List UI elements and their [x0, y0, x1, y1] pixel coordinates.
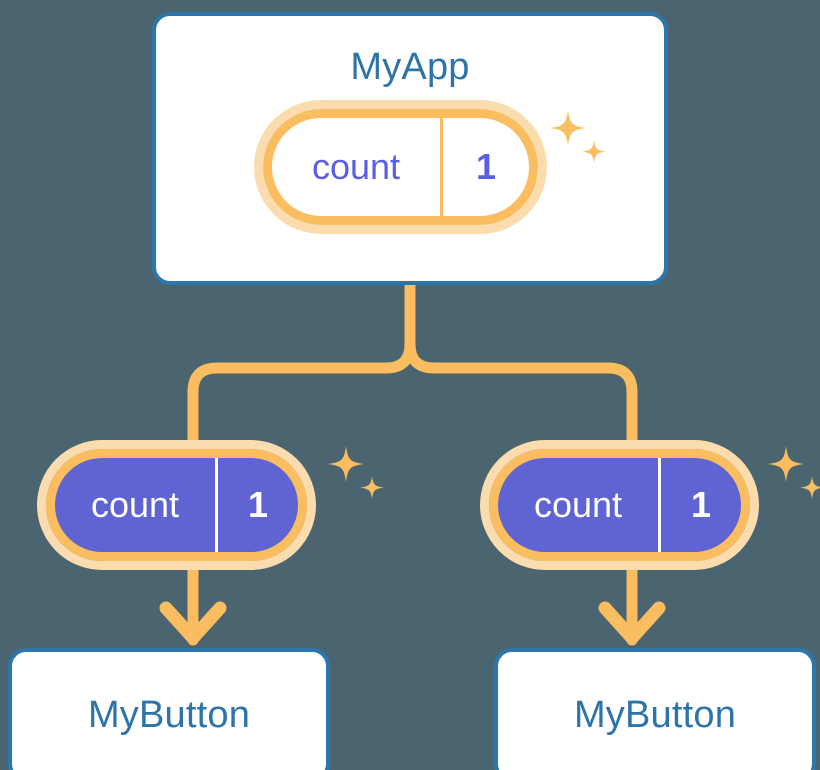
prop-pill[interactable]: count 1	[480, 440, 759, 570]
sparkle-icon	[768, 446, 820, 499]
sparkle-icon	[328, 446, 384, 499]
prop-pill-key: count	[90, 484, 180, 525]
prop-pill[interactable]: count 1	[37, 440, 316, 570]
state-pill-value: 1	[475, 146, 497, 187]
pill-divider	[440, 118, 443, 216]
component-card-mybutton-right[interactable]: MyButton	[494, 648, 816, 770]
page-title: MyApp	[350, 46, 470, 88]
prop-pill-right[interactable]: count 1	[480, 440, 759, 570]
pill-divider	[658, 458, 661, 552]
prop-pill-value: 1	[690, 484, 712, 525]
component-name-label: MyButton	[87, 693, 251, 736]
state-pill[interactable]: count 1	[254, 100, 547, 234]
arrow-down-icon-left	[159, 562, 227, 646]
component-card-mybutton-left[interactable]: MyButton	[8, 648, 330, 770]
state-pill-key: count	[311, 146, 401, 187]
pill-divider	[215, 458, 218, 552]
component-name-label: MyButton	[573, 693, 737, 736]
tree-branch-connector	[187, 279, 638, 458]
prop-pill-key: count	[533, 484, 623, 525]
prop-pill-left[interactable]: count 1	[37, 440, 316, 570]
arrow-down-icon-right	[598, 562, 666, 646]
prop-pill-value: 1	[247, 484, 269, 525]
state-pill-myapp[interactable]: count 1	[254, 100, 547, 234]
